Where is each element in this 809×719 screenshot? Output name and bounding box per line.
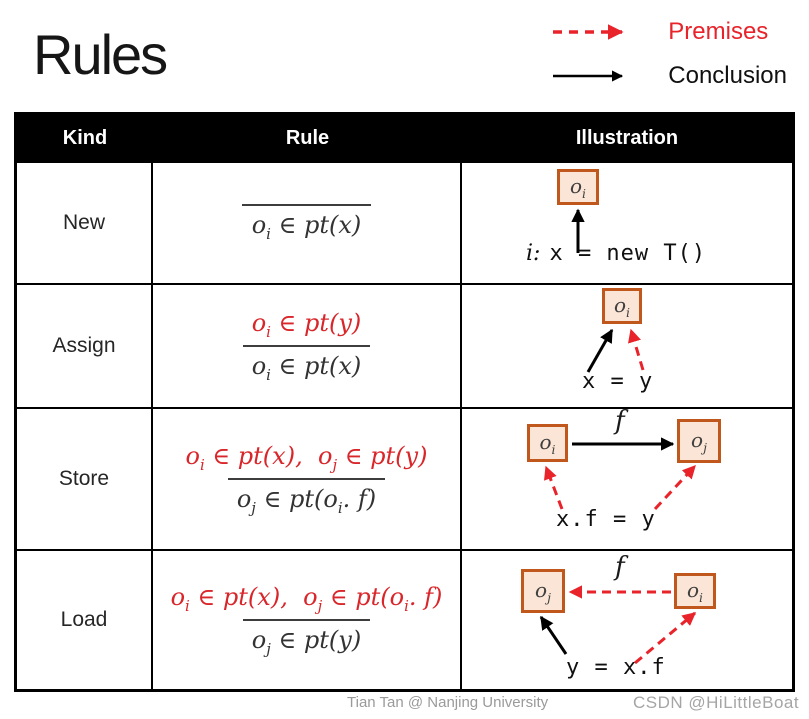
code-statement-assign: x = y <box>582 369 653 394</box>
illustration-new: oi i: x = new T() <box>462 161 792 283</box>
rule-load-premise: oi ∈ pt(x), oj ∈ pt(oi. f) <box>170 582 443 615</box>
new-conclusion-arrow <box>571 208 585 253</box>
rule-store: oi ∈ pt(x), oj ∈ pt(y) oj ∈ pt(oi. f) <box>153 407 462 549</box>
rule-assign: oi ∈ pt(y) oi ∈ pt(x) <box>153 283 462 407</box>
statement-label: i: <box>526 241 541 266</box>
field-edge-label: f <box>615 406 625 436</box>
code-text: x.f = y <box>556 507 656 532</box>
object-box-oi: oi <box>557 169 599 205</box>
object-box-oi-label: oi <box>539 429 556 457</box>
page-title: Rules <box>33 23 168 86</box>
watermark-text: CSDN @HiLittleBoat <box>633 693 800 712</box>
object-box-oi-label: oi <box>613 292 630 320</box>
legend: Premises Conclusion <box>550 18 787 90</box>
rule-load-fraction: oi ∈ pt(x), oj ∈ pt(oi. f) oj ∈ pt(y) <box>162 583 452 658</box>
illustration-store: oi oj f x.f = y <box>462 407 792 549</box>
legend-premises-label: Premises <box>668 18 769 45</box>
code-text: y = x.f <box>566 655 666 680</box>
rules-table: Kind Rule Illustration New oi ∈ pt(x) oi… <box>14 112 795 692</box>
store-premise-arrow-x <box>544 465 564 510</box>
conclusion-arrow-icon <box>553 70 624 82</box>
rule-store-premise: oi ∈ pt(x), oj ∈ pt(y) <box>185 441 428 474</box>
code-text: x = new T() <box>549 241 707 266</box>
rule-store-conclusion: oj ∈ pt(oi. f) <box>227 477 386 516</box>
assign-premise-arrow <box>628 328 645 371</box>
code-statement-store: x.f = y <box>556 507 656 532</box>
column-header-illustration: Illustration <box>462 115 792 161</box>
rule-assign-fraction: oi ∈ pt(y) oi ∈ pt(x) <box>242 308 371 383</box>
code-statement-load: y = x.f <box>566 655 666 680</box>
store-premise-arrow-y <box>653 464 697 511</box>
rule-assign-premise: oi ∈ pt(y) <box>251 308 362 341</box>
code-text: x = y <box>582 369 654 394</box>
rule-new-conclusion: oi ∈ pt(x) <box>241 203 372 242</box>
object-box-oj-label: oj <box>535 577 551 605</box>
column-header-kind: Kind <box>17 115 153 161</box>
field-edge-label: f <box>615 552 625 582</box>
object-box-oi: oi <box>527 424 568 462</box>
object-box-oj-label: oj <box>691 427 707 455</box>
column-header-rule: Rule <box>153 115 462 161</box>
load-premise-arrow-x <box>634 611 697 665</box>
illustration-load: oj oi f y = x.f <box>462 549 792 689</box>
legend-conclusion-label: Conclusion <box>668 62 787 89</box>
object-box-oi-label: oi <box>569 173 586 201</box>
kind-store: Store <box>17 407 153 549</box>
rule-load-conclusion: oj ∈ pt(y) <box>242 618 371 657</box>
load-arrows <box>539 585 697 665</box>
assign-conclusion-arrow <box>586 328 614 373</box>
code-statement-new: i: x = new T() <box>526 241 706 266</box>
object-box-oi: oi <box>674 573 716 609</box>
kind-load: Load <box>17 549 153 689</box>
kind-assign: Assign <box>17 283 153 407</box>
object-box-oj: oj <box>677 419 721 463</box>
credit-text: Tian Tan @ Nanjing University <box>347 694 549 711</box>
object-box-oj: oj <box>521 569 565 613</box>
kind-new: New <box>17 161 153 283</box>
illustration-assign: oi x = y <box>462 283 792 407</box>
assign-arrows <box>586 328 645 373</box>
rule-new: oi ∈ pt(x) <box>153 161 462 283</box>
object-box-oi-label: oi <box>686 577 703 605</box>
object-box-oi: oi <box>602 288 642 324</box>
rule-store-fraction: oi ∈ pt(x), oj ∈ pt(y) oj ∈ pt(oi. f) <box>177 442 437 517</box>
rule-assign-conclusion: oi ∈ pt(x) <box>242 344 371 383</box>
load-conclusion-arrow <box>539 615 568 655</box>
premises-arrow-icon <box>553 24 624 40</box>
store-arrows <box>544 437 697 511</box>
rule-load: oi ∈ pt(x), oj ∈ pt(oi. f) oj ∈ pt(y) <box>153 549 462 689</box>
